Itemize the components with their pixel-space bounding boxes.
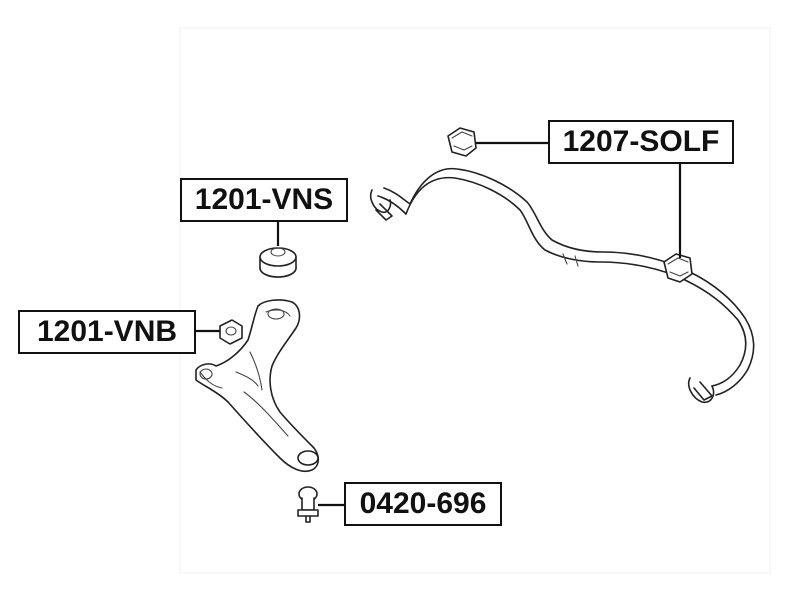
stabilizer-bar [369,167,755,404]
stabilizer-bushing-top [447,127,477,157]
callout-0420-696: 0420-696 [344,482,502,526]
rear-arm-bushing [259,247,297,278]
ball-joint-part [297,486,319,523]
lower-control-arm [195,299,320,473]
front-arm-bushing [219,319,243,345]
callout-1207-solf: 1207-SOLF [548,120,734,164]
callout-1201-vnb: 1201-VNB [18,310,196,354]
callout-1201-vns: 1201-VNS [180,178,348,222]
background-frame [179,27,771,574]
stabilizer-bushing-right [663,253,693,283]
